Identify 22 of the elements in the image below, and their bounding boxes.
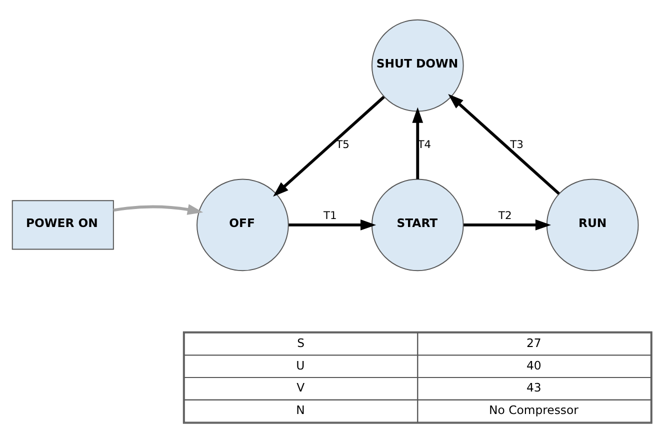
label: N: [296, 403, 305, 418]
arrow: [113, 204, 204, 215]
label: 43: [526, 380, 542, 395]
edge-label: T5: [336, 138, 350, 151]
arrow: [288, 220, 376, 230]
arrow: [412, 107, 424, 180]
arrow: [464, 220, 552, 230]
label: 40: [526, 358, 542, 372]
edge-label: T3: [510, 138, 524, 151]
node-box: POWER ON: [12, 200, 114, 250]
node-circle: START: [371, 178, 464, 272]
edge-label: T1: [324, 208, 337, 222]
label: V: [296, 380, 305, 395]
label: U: [296, 358, 305, 372]
label: No Compressor: [489, 403, 578, 418]
label: S: [297, 336, 305, 350]
node-circle: RUN: [546, 178, 639, 272]
arrow: [448, 94, 560, 195]
edge-label: T4: [418, 138, 432, 151]
edge-label: T2: [498, 208, 512, 222]
arrow: [273, 96, 385, 197]
label: 27: [526, 336, 542, 350]
